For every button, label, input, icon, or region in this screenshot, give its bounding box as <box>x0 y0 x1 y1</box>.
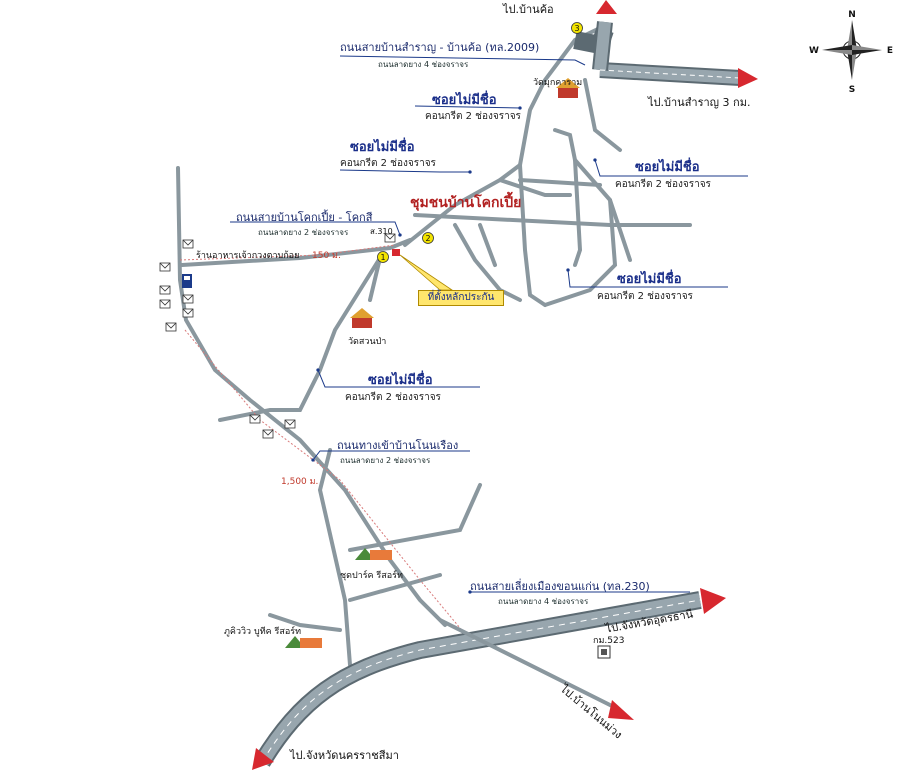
envelope-icon <box>165 322 177 332</box>
compass-s: S <box>849 85 855 95</box>
marker-2-label: 2 <box>425 234 430 243</box>
shop-label: ร้านอาหารเจ้ากวงตาบก้อย <box>196 251 300 261</box>
collateral-location-callout: ที่ตั้งหลักประกัน <box>418 290 504 306</box>
envelope-icon <box>182 239 194 249</box>
temple-icon <box>556 78 580 98</box>
soi-label-1: ซอยไม่มีชื่อ <box>432 93 497 108</box>
dest-ban-kho: ไป.บ้านค้อ <box>503 3 554 16</box>
road-non-muang <box>439 618 621 712</box>
resort-icon <box>285 636 322 648</box>
marker-3-label: 3 <box>574 24 579 33</box>
wat-suan-pa-label: วัดสวนป่า <box>348 337 387 347</box>
resort-icon <box>355 548 392 560</box>
marker-2: 2 <box>422 232 434 244</box>
callout-pointer <box>399 254 454 291</box>
phuview-resort-label: ภูคิววิว บูทีค รีสอร์ท <box>224 627 302 637</box>
marker-1-label: 1 <box>380 253 385 262</box>
dest-ban-samran: ไป.บ้านสำราญ 3 กม. <box>648 96 751 109</box>
distance-150: 150 ม. <box>312 251 341 261</box>
site-marker <box>392 249 400 256</box>
soi-surface-5: คอนกรีต 2 ช่องจราจร <box>345 392 441 403</box>
highway-2009 <box>573 21 741 86</box>
soi-label-5: ซอยไม่มีชื่อ <box>368 373 433 388</box>
road-bypass-surface: ถนนลาดยาง 4 ช่องจราจร <box>498 597 589 606</box>
km-marker-label: กม.523 <box>593 636 625 646</box>
envelope-icon <box>262 429 274 439</box>
road-non-rueang-name: ถนนทางเข้าบ้านโนนเรือง <box>337 439 459 452</box>
arrow-udon-thani <box>700 588 726 614</box>
km-marker-icon <box>597 645 611 659</box>
envelope-icon <box>249 414 261 424</box>
wat-mukkharam-label: วัดมุกคาราม <box>533 78 583 88</box>
marker-1: 1 <box>377 251 389 263</box>
soi-label-3: ซอยไม่มีชื่อ <box>635 160 700 175</box>
envelope-icons <box>159 233 396 439</box>
road-samran-kho-surface: ถนนลาดยาง 4 ช่องจราจร <box>378 60 469 69</box>
soi-surface-4: คอนกรีต 2 ช่องจราจร <box>597 291 693 302</box>
compass-n: N <box>848 10 856 20</box>
police-label: ส.310 <box>370 227 393 236</box>
arrow-ban-samran <box>738 68 758 88</box>
envelope-icon <box>182 308 194 318</box>
arrow-nakhon-ratchasima <box>252 748 274 770</box>
distance-1500: 1,500 ม. <box>281 477 319 487</box>
road-non-rueang-surface: ถนนลาดยาง 2 ช่องจราจร <box>340 456 431 465</box>
envelope-icon <box>284 419 296 429</box>
soi-label-4: ซอยไม่มีชื่อ <box>617 272 682 287</box>
gas-station-icon <box>182 274 192 288</box>
community-name: ชุมชนบ้านโคกเปี้ย <box>410 195 522 211</box>
road-bypass-name: ถนนสายเลี่ยงเมืองขอนแก่น (ทล.230) <box>470 580 650 593</box>
compass-rose: N S E W <box>809 10 893 95</box>
dest-nakhon-ratchasima: ไป.จังหวัดนครราชสีมา <box>290 749 399 762</box>
marker-3: 3 <box>571 22 583 34</box>
boundary-line <box>179 244 471 641</box>
envelope-icon <box>182 294 194 304</box>
chutpark-resort-label: ชุดปาร์ค รีสอร์ท <box>340 571 403 581</box>
road-samran-kho-name: ถนนสายบ้านสำราญ - บ้านค้อ (ทล.2009) <box>340 41 540 54</box>
road-khok-pia-surface: ถนนลาดยาง 2 ช่องจราจร <box>258 228 349 237</box>
minor-roads <box>176 26 692 667</box>
road-khok-pia-name: ถนนสายบ้านโคกเปี้ย - โคกสี <box>236 211 373 224</box>
envelope-icon <box>159 262 171 272</box>
envelope-icon <box>159 299 171 309</box>
envelope-icon <box>159 285 171 295</box>
soi-surface-3: คอนกรีต 2 ช่องจราจร <box>615 179 711 190</box>
compass-e: E <box>887 46 893 56</box>
soi-label-2: ซอยไม่มีชื่อ <box>350 140 415 155</box>
envelope-icon <box>384 233 396 243</box>
arrow-ban-non-muang <box>608 700 634 720</box>
compass-w: W <box>809 46 819 56</box>
leader-lines <box>230 55 748 594</box>
highway-230 <box>254 591 702 767</box>
temple-icon <box>350 308 374 328</box>
soi-surface-2: คอนกรีต 2 ช่องจราจร <box>340 158 436 169</box>
soi-surface-1: คอนกรีต 2 ช่องจราจร <box>425 111 521 122</box>
arrow-ban-kho <box>596 0 617 14</box>
